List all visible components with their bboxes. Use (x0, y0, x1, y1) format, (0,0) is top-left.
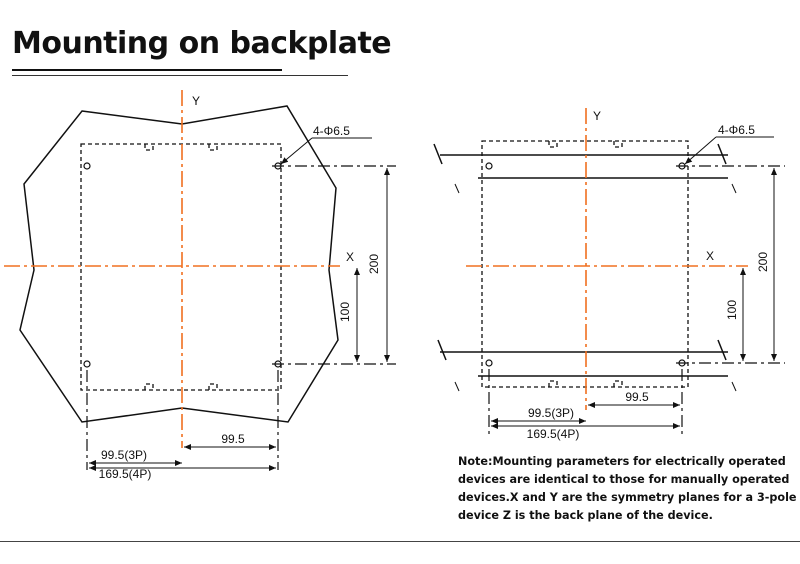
left-device-outline (80, 143, 282, 391)
right-break-mark (433, 143, 443, 165)
right-hole-label: 4-Φ6.5 (718, 123, 755, 137)
right-break-mark (454, 183, 460, 194)
title-underline (12, 69, 282, 71)
left-dim-99-5-label: 99.5 (221, 432, 245, 446)
left-hole (83, 162, 91, 170)
bottom-divider (0, 541, 800, 542)
note-line: device Z is the back plane of the device… (458, 509, 713, 522)
note-line: devices.X and Y are the symmetry planes … (458, 491, 797, 504)
right-bottom-notches (548, 380, 623, 387)
mounting-note: Note:Mounting parameters for electricall… (458, 453, 797, 525)
left-hole-leader (280, 137, 313, 165)
right-hole (485, 162, 493, 170)
right-dim-3p-label: 99.5(3P) (528, 406, 574, 420)
left-dim-3p-label: 99.5(3P) (101, 448, 147, 462)
right-dim-4p-label: 169.5(4P) (527, 427, 580, 441)
left-bottom-notches (144, 383, 218, 390)
right-break-mark (731, 381, 737, 392)
right-dim-200-label: 200 (756, 252, 770, 272)
right-break-mark (717, 339, 727, 361)
left-top-notches (144, 144, 218, 151)
right-top-notches (548, 141, 623, 148)
left-dim-100-label: 100 (338, 302, 352, 322)
left-backplate-outline (19, 105, 339, 423)
title-underline-secondary (12, 75, 348, 76)
right-mounting-drawing: 200 100 99.5 99.5(3P) 169.5(4P) 4-Φ6.5 Y… (433, 108, 785, 441)
left-dim-200-label: 200 (367, 254, 381, 274)
right-dim-100-label: 100 (725, 300, 739, 320)
left-mounting-drawing: 200 100 99.5 99.5(3P) 169.5(4P) 4-Φ6.5 Y… (4, 90, 396, 481)
left-hole-label: 4-Φ6.5 (313, 124, 350, 138)
note-line: devices are identical to those for manua… (458, 473, 790, 486)
right-break-mark (717, 143, 727, 165)
right-break-mark (731, 183, 737, 194)
right-break-mark (454, 381, 460, 392)
left-hole (83, 360, 91, 368)
right-axis-x-label: X (706, 249, 714, 263)
right-hole-leader (684, 136, 717, 165)
right-break-mark (437, 339, 447, 361)
right-dim-99-5-label: 99.5 (625, 390, 649, 404)
right-hole (485, 359, 493, 367)
left-axis-y-label: Y (192, 94, 200, 108)
left-dim-4p-label: 169.5(4P) (99, 467, 152, 481)
left-axis-x-label: X (346, 250, 354, 264)
right-device-outline (481, 140, 689, 388)
note-line: Note:Mounting parameters for electricall… (458, 455, 786, 468)
right-axis-y-label: Y (593, 109, 601, 123)
page-title: Mounting on backplate (12, 26, 392, 61)
